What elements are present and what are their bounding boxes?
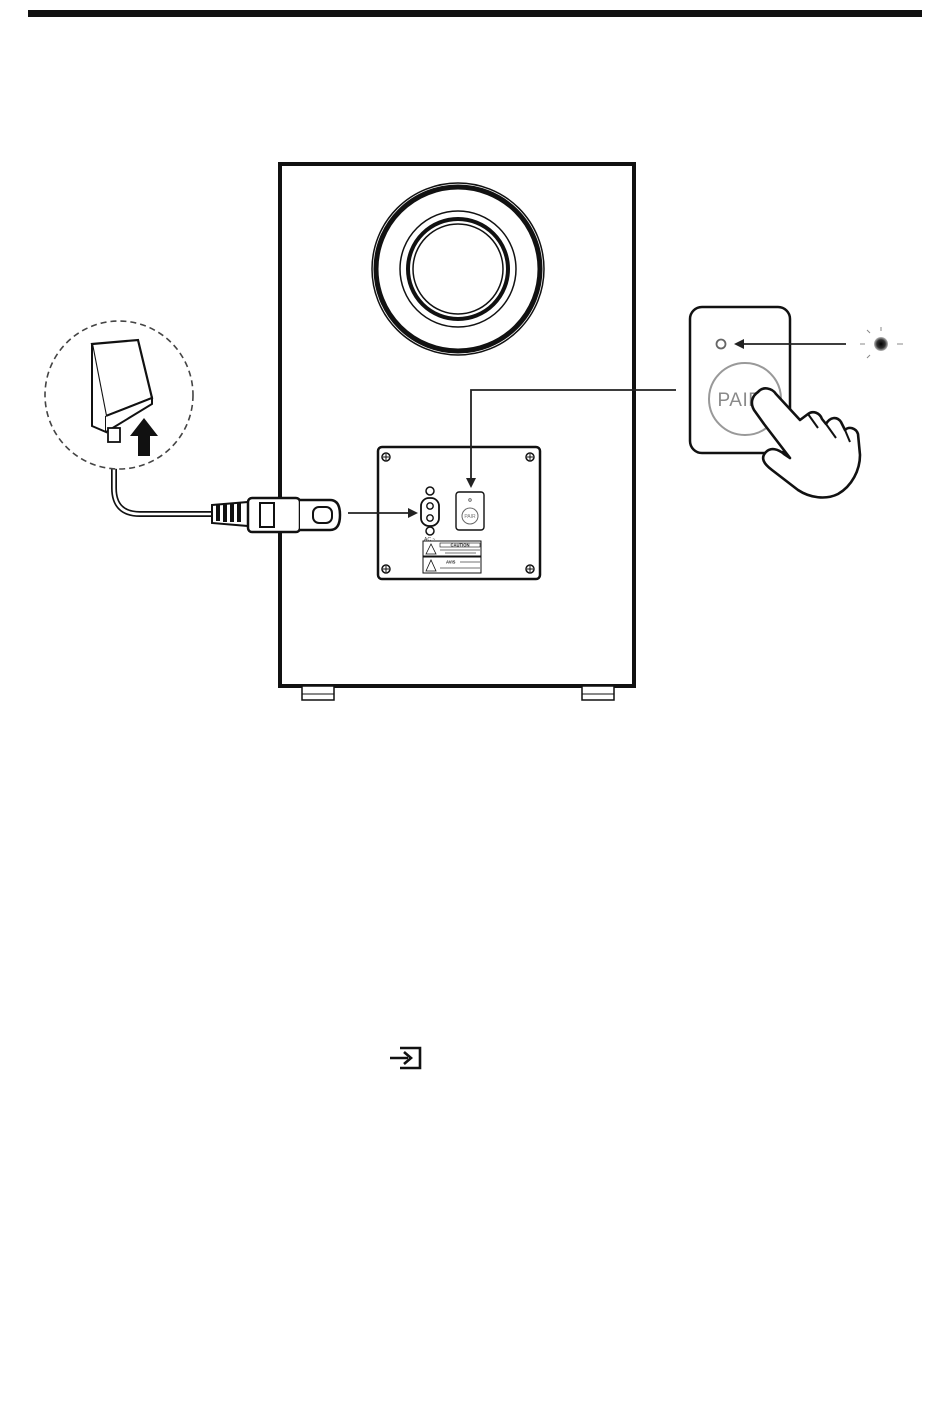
input-source-icon (386, 1044, 424, 1072)
blinking-led-icon (860, 327, 903, 358)
woofer-port (372, 183, 544, 355)
panel-pair-button: PAIR (456, 492, 484, 530)
caution-text: CAUTION (450, 543, 469, 548)
iec-plug (212, 498, 340, 532)
avis-text: AVIS (446, 560, 456, 565)
panel-pair-label: PAIR (464, 514, 476, 520)
wall-outlet-detail (45, 321, 193, 469)
warning-label-caution: CAUTION (423, 541, 481, 556)
status-led-indicator (717, 340, 726, 349)
warning-label-avis: AVIS (423, 557, 481, 573)
